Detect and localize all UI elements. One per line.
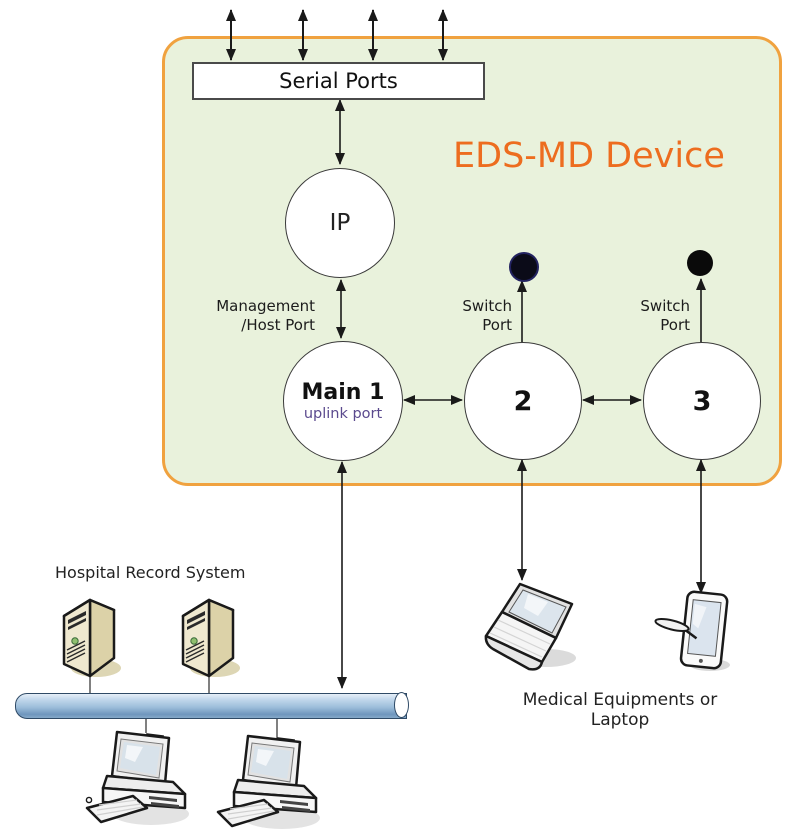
serial-ports-label: Serial Ports — [279, 69, 398, 93]
switch-port-2-node: 2 — [464, 342, 582, 460]
uplink-port-label: uplink port — [303, 406, 383, 422]
switch-port-label-2: Switch Port — [462, 297, 512, 334]
server-tower-icon — [181, 598, 240, 678]
switch-port-3-node: 3 — [643, 342, 761, 460]
desktop-computer-icon — [216, 734, 320, 829]
desktop-computer-icon — [85, 730, 189, 825]
port-2-label: 2 — [513, 385, 533, 417]
hospital-record-system-label: Hospital Record System — [55, 563, 246, 582]
ip-label: IP — [329, 210, 351, 236]
main-port-label: Main 1 — [301, 380, 385, 405]
port-3-label: 3 — [692, 385, 712, 417]
tablet-stylus-icon — [654, 590, 730, 671]
main-port-node: Main 1 uplink port — [283, 341, 403, 461]
port-3-connector-dot — [687, 250, 713, 276]
medical-equipments-label: Medical Equipments or Laptop — [522, 690, 718, 730]
switch-port-label-3: Switch Port — [640, 297, 690, 334]
port-2-connector-dot — [509, 252, 539, 282]
laptop-icon — [484, 582, 576, 671]
management-host-port-label: Management /Host Port — [216, 297, 315, 334]
server-tower-icon — [62, 598, 121, 678]
network-bus-pipe — [15, 692, 409, 719]
serial-ports-box: Serial Ports — [192, 62, 485, 100]
device-title: EDS-MD Device — [453, 136, 725, 176]
pipe-end-cap — [394, 692, 409, 719]
ip-node: IP — [285, 168, 395, 278]
stylus-icon — [654, 618, 698, 640]
